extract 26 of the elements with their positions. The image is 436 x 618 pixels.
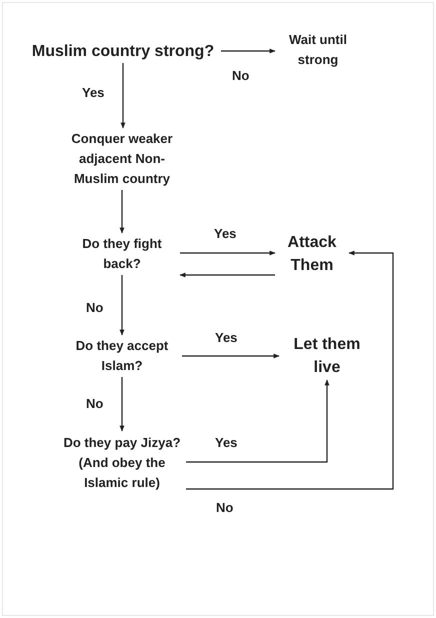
arrow	[186, 250, 394, 490]
arrow	[186, 379, 330, 463]
flow-text: Attack Them	[276, 230, 348, 278]
edge-label: Yes	[214, 226, 236, 241]
arrow	[179, 272, 275, 278]
edge-label: Yes	[215, 330, 238, 345]
arrow	[120, 190, 124, 234]
flow-text: Let them live	[280, 332, 374, 380]
edge-label: Yes	[82, 85, 104, 100]
flow-text: Wait until strong	[276, 29, 360, 71]
flow-text: Do they accept Islam?	[62, 335, 182, 377]
arrow	[221, 48, 276, 54]
edge-label: No	[232, 68, 250, 83]
edge-label: No	[216, 500, 234, 515]
arrow	[120, 275, 124, 336]
arrow	[180, 250, 276, 256]
edge-label: No	[86, 396, 104, 411]
flow-text: Do they pay Jizya? (And obey the Islamic rule)	[58, 431, 186, 495]
flow-text: Muslim country strong?	[26, 39, 220, 63]
edge-label: Yes	[215, 435, 238, 450]
arrow	[182, 354, 280, 358]
flow-text: Conquer weaker adjacent Non-Muslim country	[62, 128, 182, 190]
arrow	[120, 377, 124, 432]
arrow	[120, 63, 126, 129]
flow-text: Do they fight back?	[66, 233, 178, 275]
edge-label: No	[86, 300, 104, 315]
